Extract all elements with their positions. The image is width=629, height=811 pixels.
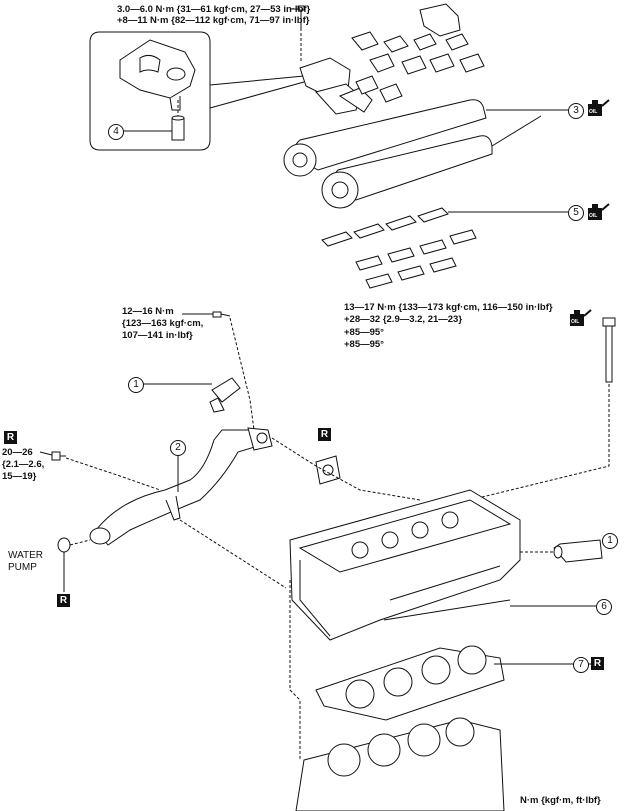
svg-text:OIL: OIL [571, 319, 579, 325]
rocker-arms-group [321, 207, 477, 289]
camcap-torque-line1: 3.0—6.0 N·m {31—61 kgf·cm, 27—53 in·lbf} [117, 4, 311, 15]
callout-6: 6 [596, 599, 612, 615]
cylinder-block-part [295, 717, 505, 811]
callout-7: 7 [573, 657, 589, 673]
apply-oil-icon: OIL [570, 309, 592, 326]
pipe-bolt-torque-line1: 12—16 N·m [122, 306, 174, 317]
apply-oil-icon: OIL [588, 99, 610, 116]
pipe-bolt-torque-line2: {123—163 kgf·cm, [122, 318, 204, 329]
callout-3-leader-b [491, 115, 542, 147]
head-gasket-part [315, 645, 505, 721]
camcap-detail-frame [89, 31, 211, 151]
callout-2: 2 [170, 440, 186, 456]
pipe-gasket-part [315, 455, 341, 485]
bypass-hose-part [209, 377, 241, 413]
replace-part-icon: R [591, 657, 604, 670]
camshaft-exhaust-part [321, 135, 493, 209]
replace-part-icon: R [4, 431, 17, 444]
pipe-bolt-torque-line3: 107—141 in·lbf} [122, 330, 193, 341]
camshaft-intake-part [283, 99, 487, 177]
units-note: N·m {kgf·m, ft·lbf} [520, 795, 601, 806]
camcap-torque-line2: +8—11 N·m {82—112 kgf·cm, 71—97 in·lbf} [117, 15, 310, 26]
camcap-bolt-part [297, 5, 305, 28]
callout-1-hose-left: 1 [128, 377, 144, 393]
nut-torque-line3: 15—19} [2, 471, 37, 482]
pipe-bolt-part [212, 311, 231, 318]
outlet-hose-part [553, 539, 603, 563]
replace-part-icon: R [57, 594, 70, 607]
camshaft-caps-group [299, 3, 485, 115]
svg-text:OIL: OIL [589, 109, 597, 115]
apply-oil-icon: OIL [588, 203, 610, 220]
callout-1-hose-right: 1 [602, 533, 618, 549]
cylinder-head-bolt-part [602, 317, 616, 383]
water-pipe-part [89, 427, 273, 546]
head-bolt-torque-line4: +85—95° [344, 339, 384, 350]
replace-part-icon: R [318, 428, 331, 441]
camcap-detail-part [119, 39, 196, 111]
pipe-nut-part [51, 451, 66, 461]
svg-text:OIL: OIL [589, 213, 597, 219]
water-label: WATER [8, 550, 43, 561]
nut-torque-line1: 20—26 [2, 447, 33, 458]
head-bolt-torque-line1: 13—17 N·m {133—173 kgf·cm, 116—150 in·lb… [344, 302, 553, 313]
detail-leader-top [209, 75, 305, 86]
water-pump-gasket-part [57, 537, 71, 553]
cylinder-head-part [289, 489, 521, 641]
callout-4: 4 [108, 124, 124, 140]
head-bolt-torque-line3: +85—95° [344, 327, 384, 338]
nut-torque-line2: {2.1—2.6, [2, 459, 45, 470]
pump-label: PUMP [8, 562, 37, 573]
callout-5: 5 [568, 205, 584, 221]
head-bolt-torque-line2: +28—32 {2.9—3.2, 21—23} [344, 314, 463, 325]
detail-leader-bottom [209, 81, 305, 109]
dowel-pin-part [171, 115, 185, 141]
callout-3: 3 [568, 103, 584, 119]
